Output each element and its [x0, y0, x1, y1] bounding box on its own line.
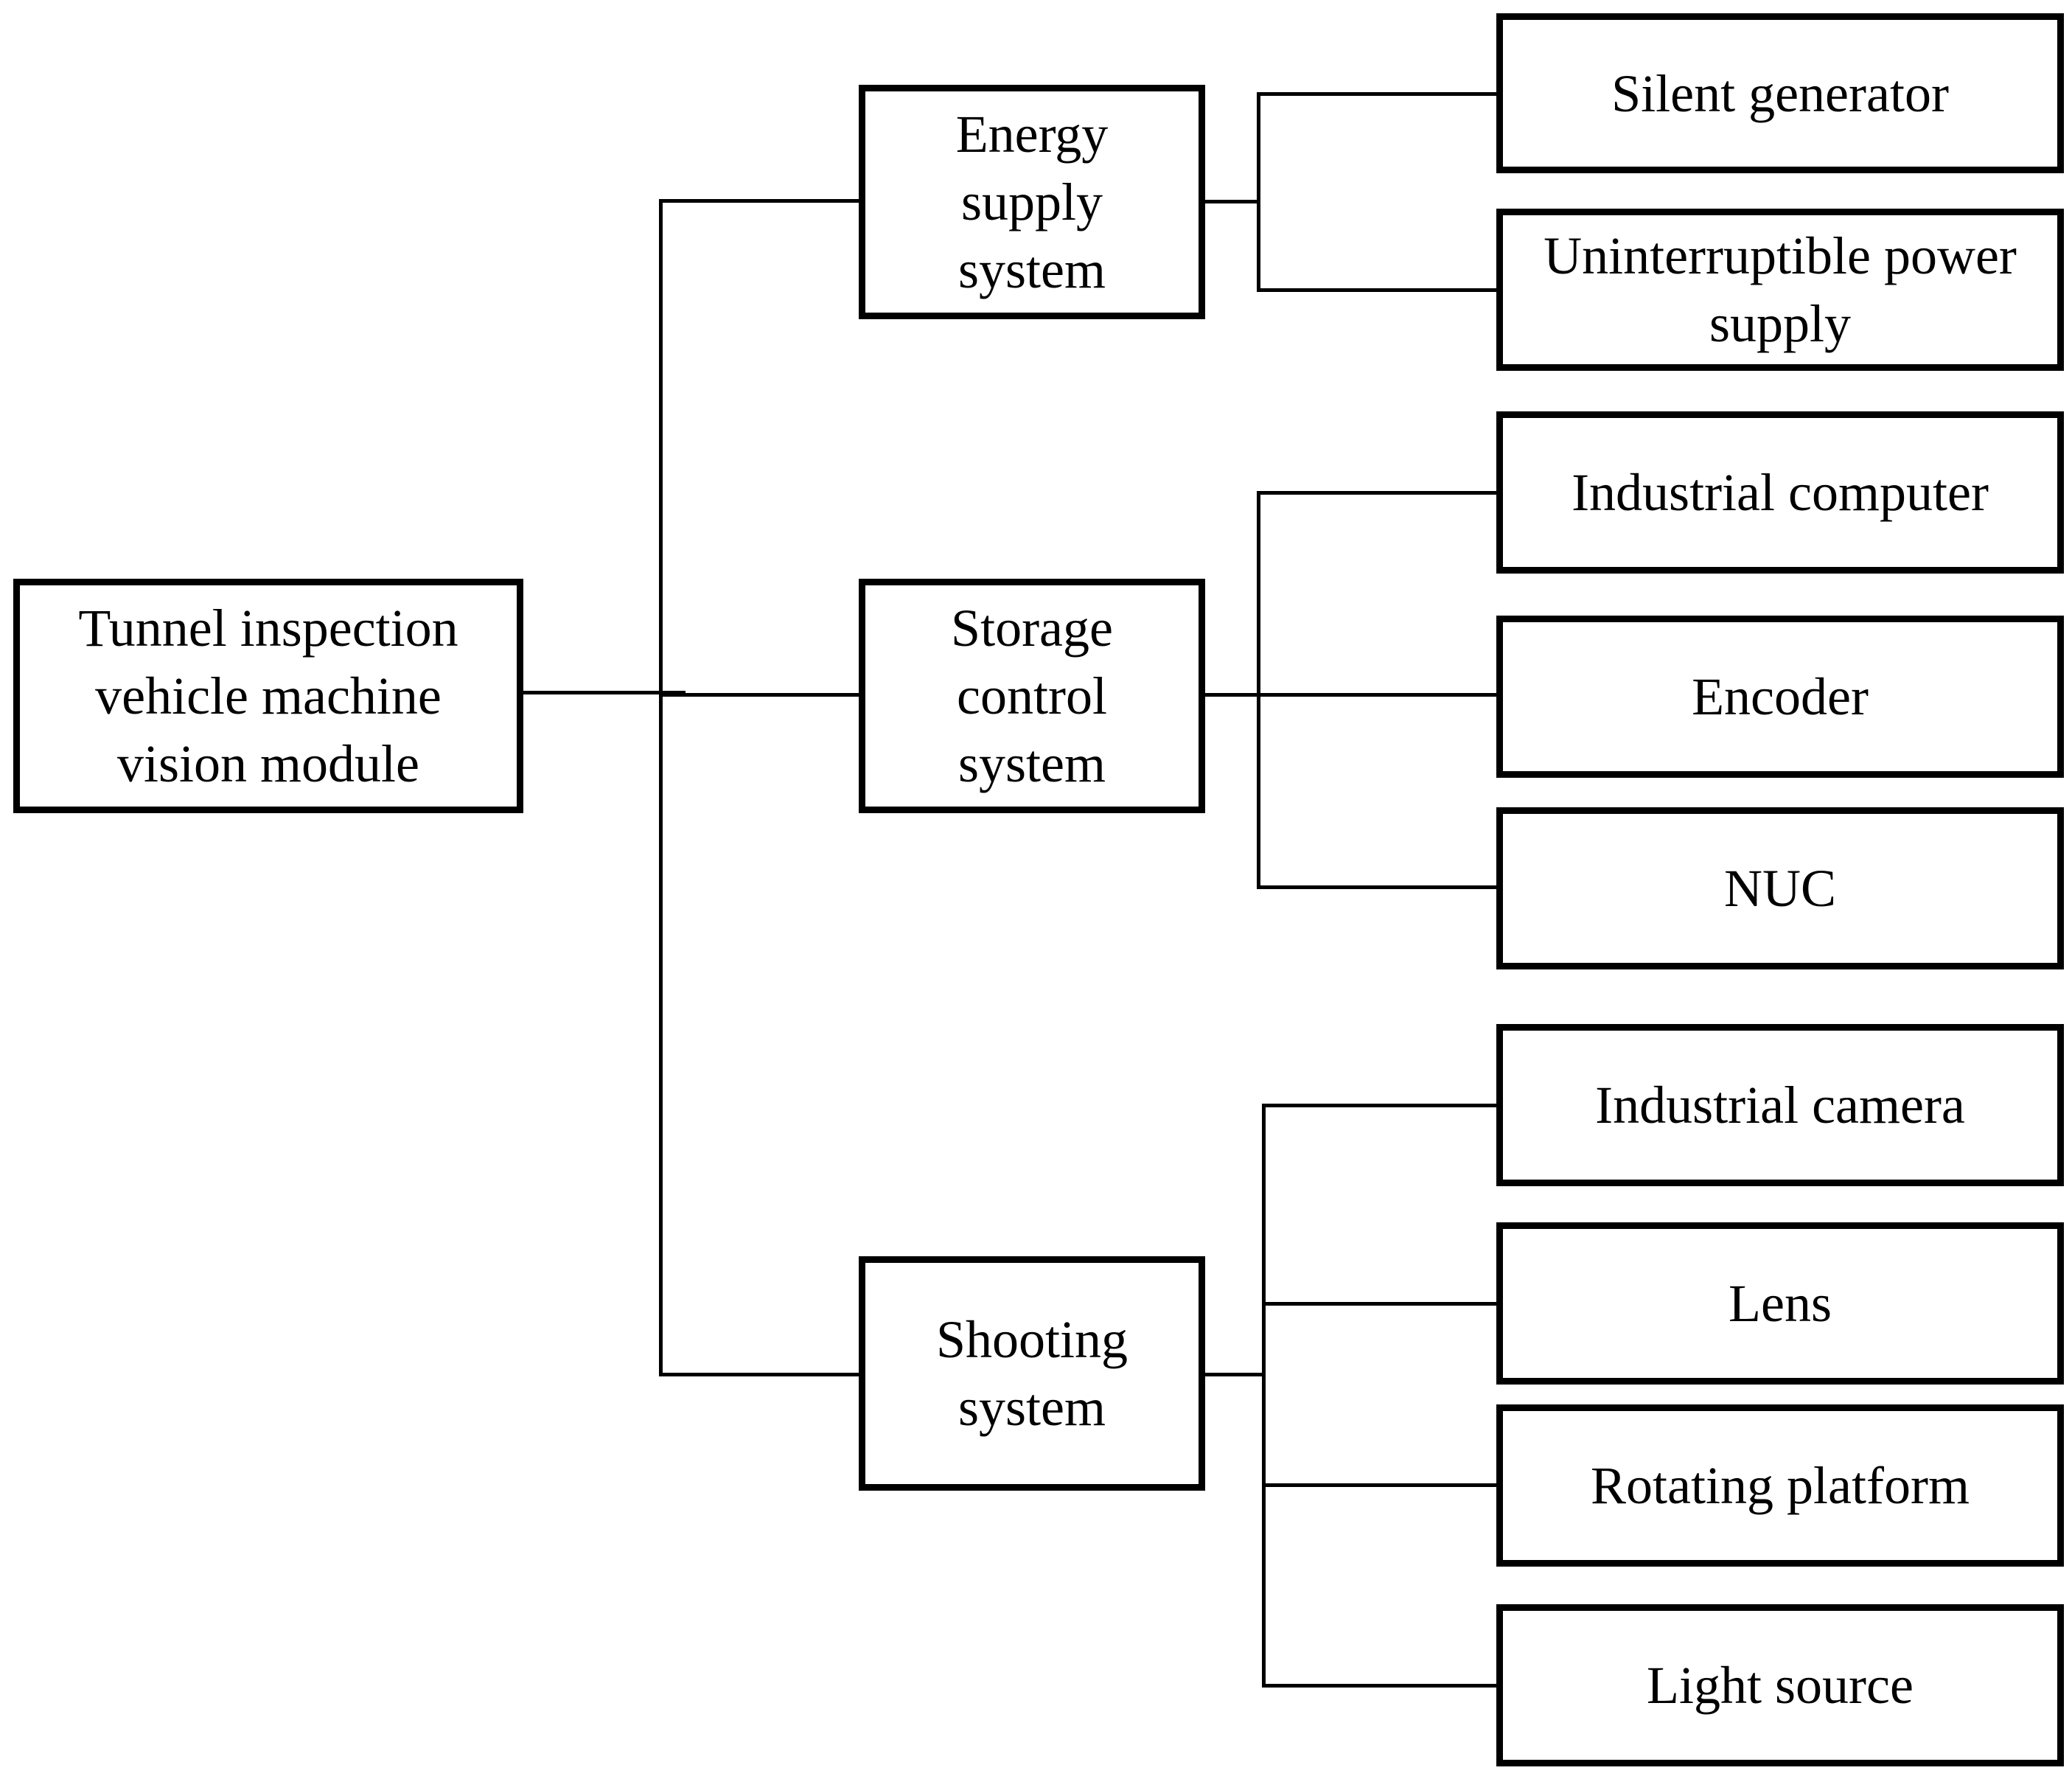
- connector-line: [1262, 1684, 1500, 1688]
- connector-line: [659, 693, 862, 697]
- light-source-node: Light source: [1496, 1604, 2064, 1766]
- energy-supply-system-label-line-3: system: [957, 240, 1106, 299]
- connector-line: [1257, 885, 1500, 889]
- silent-generator-label: Silent generator: [1611, 63, 1949, 123]
- uninterruptible-power-supply-node: Uninterruptible power supply: [1496, 209, 2064, 371]
- storage-control-system-node: Storage control system: [859, 579, 1205, 813]
- nuc-node: NUC: [1496, 807, 2064, 969]
- root-node: Tunnel inspection vehicle machine vision…: [13, 579, 523, 813]
- energy-supply-system-label-line-1: Energy: [955, 105, 1109, 164]
- connector-line: [1201, 693, 1500, 697]
- connector-line: [1262, 1302, 1500, 1306]
- shooting-system-label-line-2: system: [957, 1378, 1106, 1437]
- storage-control-system-label-line-1: Storage: [951, 599, 1113, 658]
- connector-line: [1257, 288, 1500, 292]
- encoder-node: Encoder: [1496, 616, 2064, 778]
- connector-line: [1262, 1104, 1266, 1688]
- root-node-label-line-2: vehicle machine: [95, 666, 442, 725]
- uninterruptible-power-supply-label-line-2: supply: [1709, 294, 1852, 353]
- connector-line: [516, 691, 686, 694]
- industrial-camera-label: Industrial camera: [1595, 1076, 1965, 1135]
- root-node-label-line-3: vision module: [116, 734, 419, 793]
- storage-control-system-label-line-2: control: [957, 666, 1107, 725]
- industrial-camera-node: Industrial camera: [1496, 1024, 2064, 1186]
- root-node-label-line-1: Tunnel inspection: [78, 599, 458, 658]
- connector-line: [1257, 491, 1260, 889]
- light-source-label: Light source: [1647, 1656, 1914, 1715]
- connector-line: [1201, 1373, 1264, 1376]
- shooting-system-node: Shooting system: [859, 1256, 1205, 1491]
- silent-generator-node: Silent generator: [1496, 13, 2064, 173]
- connector-line: [1201, 200, 1259, 203]
- encoder-label: Encoder: [1692, 667, 1869, 726]
- industrial-computer-label: Industrial computer: [1572, 463, 1989, 522]
- rotating-platform-label: Rotating platform: [1591, 1456, 1970, 1515]
- connector-line: [659, 1373, 862, 1376]
- connector-line: [1257, 491, 1500, 495]
- connector-line: [659, 199, 663, 1376]
- energy-supply-system-node: Energy supply system: [859, 85, 1205, 319]
- industrial-computer-node: Industrial computer: [1496, 411, 2064, 574]
- connector-line: [1257, 92, 1500, 96]
- connector-line: [1262, 1104, 1500, 1107]
- rotating-platform-node: Rotating platform: [1496, 1404, 2064, 1567]
- connector-line: [1257, 92, 1260, 292]
- storage-control-system-label-line-3: system: [957, 734, 1106, 793]
- lens-label: Lens: [1729, 1274, 1832, 1333]
- connector-line: [1262, 1483, 1500, 1487]
- lens-node: Lens: [1496, 1222, 2064, 1385]
- uninterruptible-power-supply-label-line-1: Uninterruptible power: [1543, 226, 2017, 285]
- nuc-label: NUC: [1723, 859, 1836, 918]
- shooting-system-label-line-1: Shooting: [935, 1310, 1129, 1369]
- energy-supply-system-label-line-2: supply: [960, 173, 1103, 231]
- connector-line: [659, 199, 862, 203]
